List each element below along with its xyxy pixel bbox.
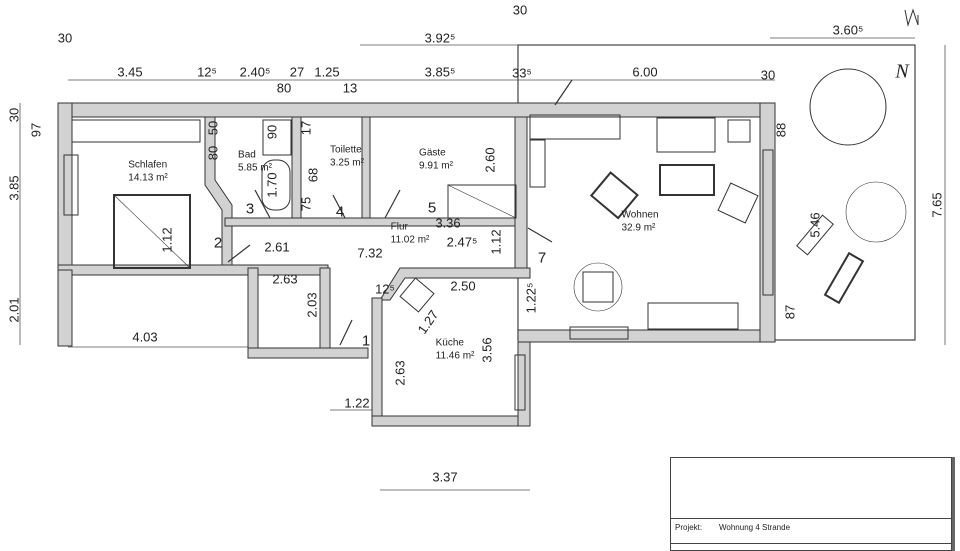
dimension-label: 17 [298,120,314,136]
dimension-label: 1.22 [344,395,370,411]
dimension-label: 2.47⁵ [446,234,478,250]
north-arrow-label: N [895,60,909,83]
dimension-label: 90 [264,124,280,140]
dimension-label: 3.60⁵ [832,22,864,38]
room-name: Küche [435,337,464,349]
dimension-label: 3.85 [6,175,22,201]
dimension-label: 2.63 [272,271,298,287]
title-block: Projekt: Wohnung 4 Strande [670,457,952,551]
room-area: 14.13 m² [128,172,168,183]
walls [57,102,776,427]
dimension-label: 68 [305,167,321,183]
dimension-label: 5.46 [807,212,823,238]
door-number: 5 [427,199,437,217]
dimension-label: 3.45 [117,64,143,80]
project-row: Projekt: Wohnung 4 Strande [671,518,951,544]
room-name: Flur [390,221,408,233]
dimension-label: 27 [289,64,305,80]
dimension-label: 2.50 [450,278,476,294]
dimension-label: 1.22⁵ [523,282,539,314]
door-number: 7 [537,249,547,267]
dimension-label: 7.65 [929,192,945,218]
dimension-label: 88 [773,122,789,138]
door-number: 2 [213,234,223,252]
dimension-label: 30 [512,2,528,18]
dimension-label: 80 [205,145,221,161]
dimension-label: 2.61 [264,239,290,255]
dimension-label: 7.32 [357,245,383,261]
room-name: Bad [238,149,256,161]
dimension-label: 3.36 [435,215,461,231]
dimension-label: 3.85⁵ [424,64,456,80]
dimension-label: 13 [342,80,358,96]
room-name: Gäste [419,147,446,159]
room-area: 9.91 m² [419,160,453,171]
room-name: Wohnen [621,209,659,221]
door-number: 4 [335,203,345,221]
dimension-label: 3.56 [479,337,495,363]
room-area: 11.02 m² [390,234,430,245]
dimension-label: 3.92⁵ [424,30,456,46]
dimension-label: 1.25 [314,64,340,80]
dimension-label: 2.60 [482,147,498,173]
project-name: Wohnung 4 Strande [719,523,791,532]
dimension-label: 30 [57,30,73,46]
door-number: 3 [245,200,255,218]
room-area: 32.9 m² [621,222,656,233]
room-name: Toilette [330,144,362,156]
dimension-label: 6.00 [632,64,658,80]
room-name: Schlafen [128,159,168,171]
dimension-label: 87 [782,304,798,320]
dimension-label: 2.03 [304,292,320,318]
dimension-label: 2.40⁵ [239,64,271,80]
dimension-label: 1.12 [159,227,175,253]
dimension-label: 4.03 [132,329,158,345]
terrace-outline [517,44,916,341]
doors [227,79,573,346]
room-area: 3.25 m² [330,157,364,168]
dimension-label: 2.01 [6,297,22,323]
dimension-label: 2.63 [392,360,408,386]
door-number: 1 [361,332,371,350]
dimension-label: 3.37 [432,469,458,485]
dimension-label: 1.12 [488,229,504,255]
dimension-lines [19,37,946,491]
dimension-label: 30 [760,67,776,83]
furniture [63,8,919,411]
room-area: 5.85 m² [238,162,272,173]
dimension-label: 80 [276,80,292,96]
dimension-label: 1.70 [264,172,280,198]
room-area: 11.46 m² [435,350,475,361]
dimension-label: 12⁵ [375,281,395,297]
project-label: Projekt: [675,523,703,532]
dimension-label: 75 [298,196,314,212]
dimension-label: 30 [6,107,22,123]
dimension-label: 33⁵ [512,65,532,81]
dimension-label: 97 [28,122,44,138]
dimension-label: 12⁵ [197,64,217,80]
dimension-label: 50 [205,120,221,136]
